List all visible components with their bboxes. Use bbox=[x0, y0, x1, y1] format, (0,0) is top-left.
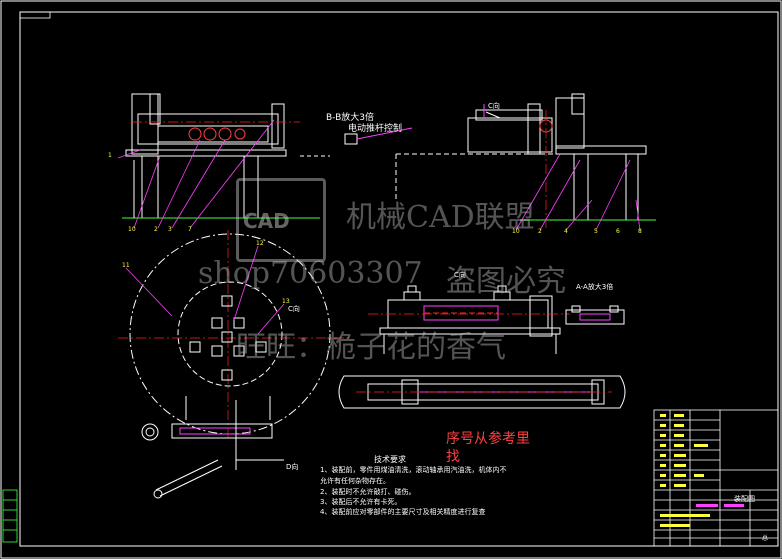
tech-line-2: 允许有任何杂物存在。 bbox=[320, 477, 390, 485]
label-c-mid: C向 bbox=[454, 271, 466, 279]
tech-line-5: 4、装配前应对零部件的主要尺寸及相关精度进行复查 bbox=[320, 508, 486, 516]
tech-line-4: 3、装配后不允许有卡死。 bbox=[320, 498, 402, 506]
label-aa: A-A放大3倍 bbox=[576, 283, 614, 291]
label-c-top: C向 bbox=[488, 102, 500, 110]
front-view-right bbox=[395, 93, 656, 230]
title-block-sheet: 总 bbox=[762, 535, 769, 542]
part-number: 8 bbox=[638, 228, 642, 235]
part-number: 3 bbox=[168, 226, 172, 233]
corner-tag-box bbox=[19, 11, 51, 19]
label-d: D向 bbox=[286, 463, 299, 471]
part-number: 4 bbox=[564, 228, 568, 235]
title-block-marks bbox=[660, 414, 744, 527]
motor-symbol bbox=[344, 127, 413, 145]
front-right-leaders bbox=[515, 153, 641, 231]
tech-line-1: 1、装配前，零件用煤油清洗，滚动轴承用汽油洗，机体内不 bbox=[320, 466, 507, 474]
tech-requirements-title: 技术要求 bbox=[374, 455, 406, 464]
front-view-left bbox=[122, 93, 330, 219]
left-stamp-box bbox=[2, 489, 18, 543]
part-number: 6 bbox=[616, 228, 620, 235]
view-label-bb: B-B放大3倍 bbox=[326, 113, 375, 123]
long-bar-view bbox=[338, 375, 626, 409]
watermark-shop: shop70603307 bbox=[198, 256, 423, 291]
watermark-slogan: 盗图必究 bbox=[446, 264, 566, 299]
part-number: 7 bbox=[188, 226, 192, 233]
plan-view-disk bbox=[118, 230, 350, 499]
note-seq-line2: 找 bbox=[446, 449, 460, 465]
part-number: 10 bbox=[128, 226, 136, 233]
part-number: 5 bbox=[594, 228, 598, 235]
aa-view bbox=[565, 305, 625, 325]
front-left-leaders bbox=[117, 119, 275, 229]
part-number: 10 bbox=[512, 228, 520, 235]
title-block-title: 装配图 bbox=[734, 495, 755, 503]
inner-frame bbox=[19, 11, 779, 547]
tech-line-3: 2、装配时不允许敲打、碰伤。 bbox=[320, 488, 416, 496]
cad-logo-watermark: CAD bbox=[236, 178, 326, 262]
watermark-contact: 旺旺：桅子花的香气 bbox=[236, 330, 506, 365]
title-block bbox=[653, 409, 779, 547]
c-view-assembly bbox=[368, 285, 570, 354]
part-number: 11 bbox=[122, 262, 130, 269]
label-motor-control: 电动推杆控制 bbox=[348, 124, 403, 134]
watermark-brand: 机械CAD联盟 bbox=[346, 200, 535, 235]
part-number: 2 bbox=[154, 226, 158, 233]
label-c-bottom: C向 bbox=[288, 305, 300, 313]
part-number: 2 bbox=[538, 228, 542, 235]
part-number: 13 bbox=[282, 298, 290, 305]
plan-view-leaders bbox=[125, 245, 285, 335]
part-number: 1 bbox=[108, 152, 112, 159]
part-number: 12 bbox=[256, 240, 264, 247]
note-seq-line1: 序号从参考里 bbox=[446, 431, 530, 447]
